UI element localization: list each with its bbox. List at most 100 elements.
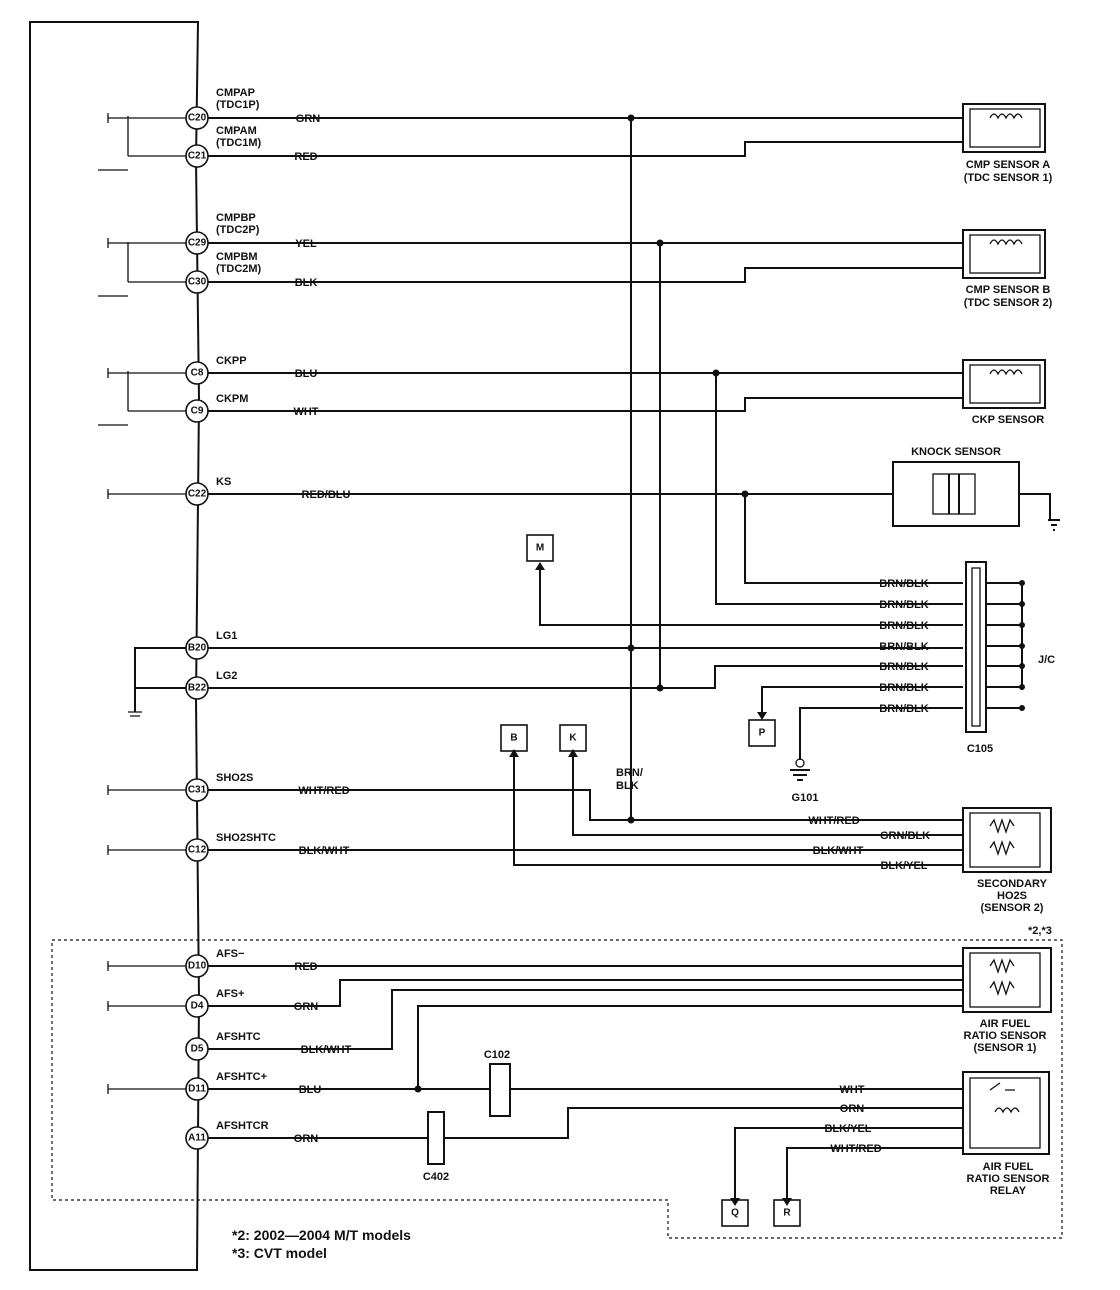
coil-icon: [989, 239, 1023, 246]
wire: [799, 707, 963, 760]
input-stub: [107, 489, 186, 499]
svg-text:C102: C102: [484, 1049, 510, 1061]
pin-id: B22: [188, 683, 207, 694]
region-box: [51, 939, 1063, 1239]
afs-relay: AIR FUEL RATIO SENSOR RELAY: [962, 1071, 1050, 1197]
pin-c20: [185, 106, 209, 130]
ground-icon: [1048, 519, 1060, 531]
svg-text:AIR FUEL: AIR FUEL: [980, 1018, 1031, 1030]
knock-sensor: KNOCK SENSOR: [892, 446, 1060, 531]
ref-label: K: [569, 733, 577, 744]
pin-b20: [185, 636, 209, 660]
svg-text:RATIO SENSOR: RATIO SENSOR: [967, 1173, 1050, 1185]
junction-dot: [656, 239, 664, 247]
wire: [208, 267, 963, 283]
pin-signal: AFS+: [216, 988, 244, 1000]
relay-wire-label: BLK/YEL: [824, 1123, 871, 1135]
pin-d11: [185, 1077, 209, 1101]
ref-label: P: [759, 728, 766, 739]
pin-c30: [185, 270, 209, 294]
wire: [761, 686, 963, 712]
svg-text:CMP SENSOR A: CMP SENSOR A: [966, 159, 1050, 171]
wire: [208, 397, 963, 412]
pin-signal: CKPP: [216, 355, 247, 367]
pin-signal-alt: (TDC1P): [216, 99, 260, 111]
pin-a11: [185, 1126, 209, 1150]
wire-color-label: BLU: [295, 368, 318, 380]
ho2s-wire-label: WHT/RED: [808, 815, 859, 827]
pin-c31: [185, 778, 209, 802]
pin-id: C9: [191, 406, 204, 417]
pin-c12: [185, 838, 209, 862]
pin-signal: CMPAM: [216, 125, 257, 137]
input-stub: [107, 113, 186, 123]
svg-text:AIR FUEL: AIR FUEL: [983, 1161, 1034, 1173]
wire-color-label: BLK/WHT: [301, 1044, 352, 1056]
ref-label: B: [510, 733, 517, 744]
pin-id: D5: [191, 1044, 204, 1055]
pin-group: C20CMPAP(TDC1P)C21CMPAM(TDC1M)C29CMPBP(T…: [185, 87, 276, 1150]
pin-id: A11: [188, 1133, 206, 1144]
wire-labels: GRNREDYELBLKBLUWHTRED/BLUBRN/BLKBRN/BLKB…: [293, 113, 930, 1155]
pin-signal: SHO2S: [216, 772, 253, 784]
pin-signal: AFSHTC: [216, 1031, 261, 1043]
svg-text:SECONDARY: SECONDARY: [977, 878, 1048, 890]
joint-connector: J/C C105: [965, 561, 1055, 755]
ckp-sensor: CKP SENSOR: [962, 359, 1046, 426]
arrow-icon: [757, 712, 767, 720]
jc-wire-label: BRN/BLK: [879, 578, 929, 590]
pin-signal: CMPBM: [216, 251, 258, 263]
svg-text:(TDC SENSOR 2): (TDC SENSOR 2): [964, 297, 1053, 309]
svg-text:RATIO SENSOR: RATIO SENSOR: [964, 1030, 1047, 1042]
wire-color-label: BLK/WHT: [299, 845, 350, 857]
wire: [417, 1005, 963, 1089]
pin-signal-alt: (TDC1M): [216, 137, 262, 149]
svg-text:J/C: J/C: [1038, 654, 1055, 666]
pin-id: C12: [188, 845, 207, 856]
wire-color-label: WHT: [293, 406, 318, 418]
wire-color-label: ORN: [294, 1133, 319, 1145]
ref-box-m: [526, 534, 554, 562]
pin-d4: [185, 994, 209, 1018]
svg-text:(SENSOR 2): (SENSOR 2): [981, 902, 1044, 914]
pullup-stub: [98, 371, 186, 426]
pin-id: B20: [188, 643, 207, 654]
ground-icon: [790, 769, 810, 781]
ho2s-wire-label: BLK/YEL: [880, 860, 927, 872]
junction-dot: [414, 1085, 422, 1093]
ground-g101: G101: [790, 758, 818, 804]
svg-text:CKP SENSOR: CKP SENSOR: [972, 414, 1045, 426]
wire: [1019, 493, 1051, 520]
junction-dot: [1019, 705, 1025, 711]
wire: [208, 989, 963, 1050]
pin-signal: CKPM: [216, 393, 248, 405]
wire: [715, 373, 963, 605]
ground-icon: [128, 711, 142, 717]
ref-box-p: [748, 719, 776, 747]
input-stub: [107, 1084, 186, 1094]
pin-signal: KS: [216, 476, 231, 488]
pullup-stub: [98, 116, 186, 171]
junction-dot: [712, 369, 720, 377]
connector-c402: C402: [423, 1111, 449, 1183]
arrow-icon: [730, 1198, 740, 1206]
relay-wire-label: WHT/RED: [830, 1143, 881, 1155]
wire-color-label: BLK: [295, 277, 318, 289]
wire: [734, 1127, 963, 1198]
pin-signal: SHO2SHTC: [216, 832, 276, 844]
junction-dot: [656, 684, 664, 692]
jc-wire-label: BRN/BLK: [879, 703, 929, 715]
arrow-icon: [535, 562, 545, 570]
svg-text:HO2S: HO2S: [997, 890, 1027, 902]
brn-blk-label: BRN/: [616, 767, 643, 779]
jc-wire-label: BRN/BLK: [879, 641, 929, 653]
pin-id: C29: [188, 238, 207, 249]
ho2s-wire-label: BLK/WHT: [813, 845, 864, 857]
pin-d5: [185, 1037, 209, 1061]
wire-color-label: YEL: [295, 238, 317, 250]
wire: [444, 1107, 963, 1139]
input-stub: [107, 368, 186, 378]
pin-id: C21: [188, 151, 207, 162]
